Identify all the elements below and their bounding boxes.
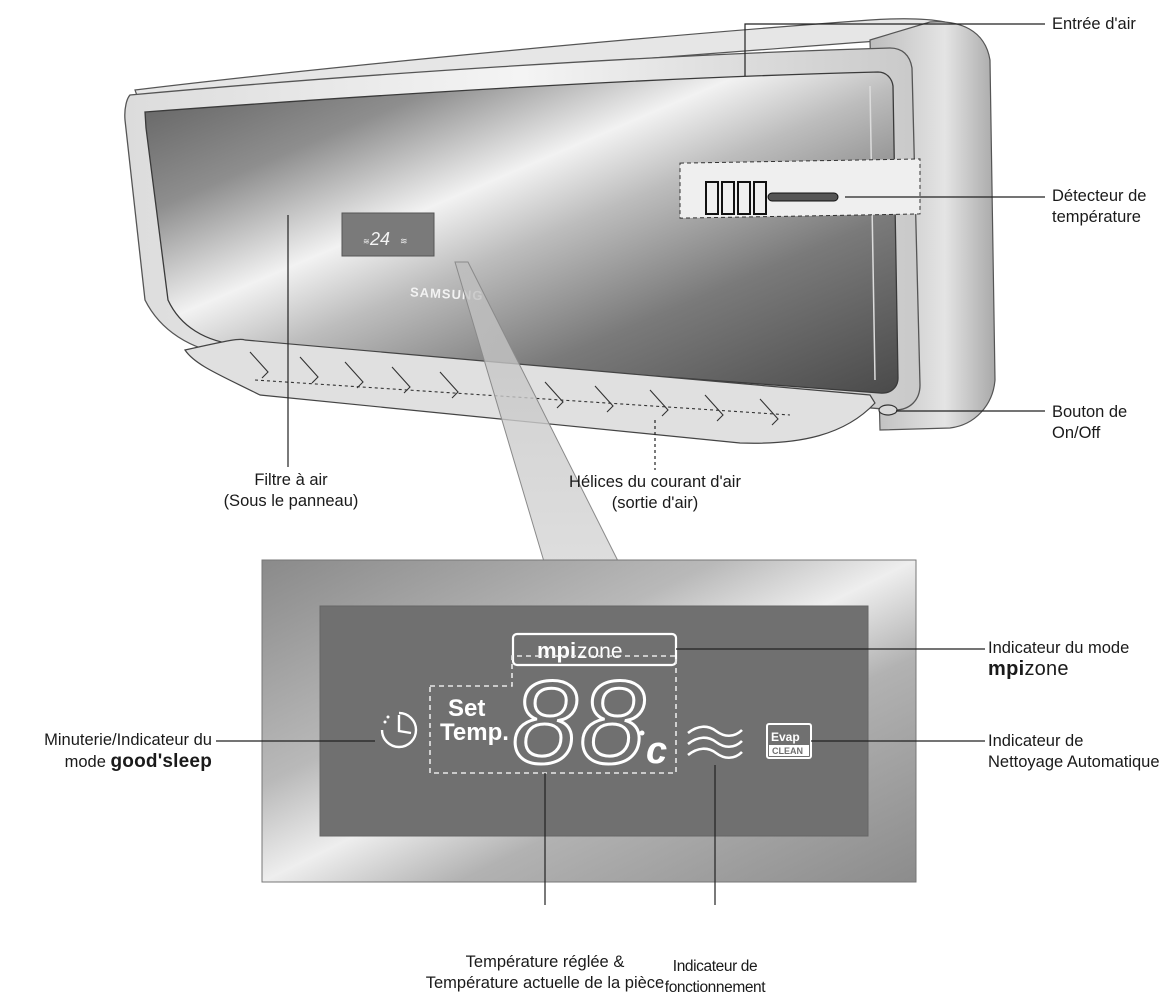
mpi-thin-text: zone (577, 640, 623, 663)
svg-text:≋: ≋ (363, 237, 370, 246)
label-mpi-indicator: Indicateur du mode mpizone (988, 639, 1130, 680)
on-off-button[interactable] (878, 404, 898, 416)
svg-text:≋: ≋ (400, 236, 408, 246)
mpi-bold-text: mpi (537, 638, 576, 663)
timer-icon (380, 711, 418, 749)
temperature-sensor (679, 158, 921, 219)
operation-wave-icon (687, 725, 743, 760)
set-label: Set (448, 695, 485, 722)
enlarged-display-panel: mpi zone Set Temp. 88 c Evap CLEAN (261, 559, 917, 883)
label-air-blades: Hélices du courant d'air (sortie d'air) (569, 473, 741, 512)
mpi-zone-indicator: mpi zone (511, 632, 678, 667)
temp-label: Temp. (440, 719, 509, 746)
label-on-off-button: Bouton de On/Off (1052, 403, 1128, 442)
mini-display: ≋ 24 ≋ (341, 212, 435, 257)
temperature-digits: 88 (512, 657, 647, 789)
set-temp-outline (429, 655, 677, 774)
label-set-temperature: Température réglée & Température actuell… (425, 953, 665, 992)
mini-display-reading: 24 (369, 229, 390, 249)
leader-lines (216, 23, 1045, 905)
air-blades (249, 351, 791, 426)
label-operation-indicator: Indicateur de fonctionnement (664, 958, 766, 996)
label-auto-clean: Indicateur de Nettoyage Automatique (988, 732, 1160, 771)
clean-text: CLEAN (772, 746, 803, 756)
celsius-unit: c (646, 730, 667, 772)
label-air-filter: Filtre à air (Sous le panneau) (223, 471, 359, 510)
label-temperature-sensor: Détecteur de température (1052, 187, 1147, 226)
label-timer: Minuterie/Indicateur du mode good'sleep (44, 731, 212, 772)
evap-text: Evap (771, 730, 800, 744)
mpi-brand-bold: mpi (988, 658, 1025, 680)
indoor-unit: ≋ 24 ≋ SAMSUNG (124, 18, 996, 444)
good-sleep-brand: good'sleep (110, 751, 212, 772)
label-air-inlet: Entrée d'air (1052, 15, 1136, 33)
mpi-brand-thin: zone (1024, 658, 1069, 680)
evap-clean-icon: Evap CLEAN (766, 723, 812, 759)
